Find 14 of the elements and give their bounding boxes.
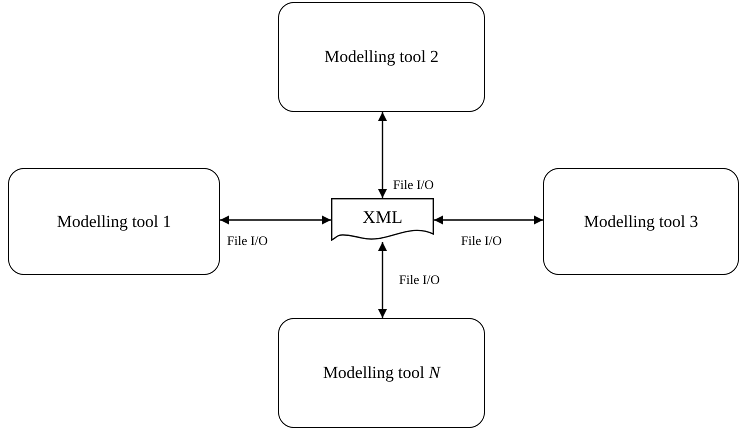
- rounded-box: [278, 2, 485, 112]
- document-shape: [331, 198, 434, 242]
- node-text: Modelling tool 3: [584, 212, 698, 232]
- double-arrow: [434, 216, 543, 224]
- rounded-box: [543, 168, 739, 275]
- double-arrow: [378, 112, 387, 198]
- double-arrow: [378, 242, 387, 318]
- node-text: Modelling tool N: [322, 363, 440, 383]
- node-text: XML: [362, 206, 402, 228]
- node-text: Modelling tool 1: [56, 212, 172, 232]
- node-text: Modelling tool 2: [324, 47, 439, 67]
- rounded-box: [278, 318, 485, 428]
- rounded-box: [8, 168, 220, 275]
- double-arrow: [220, 216, 331, 224]
